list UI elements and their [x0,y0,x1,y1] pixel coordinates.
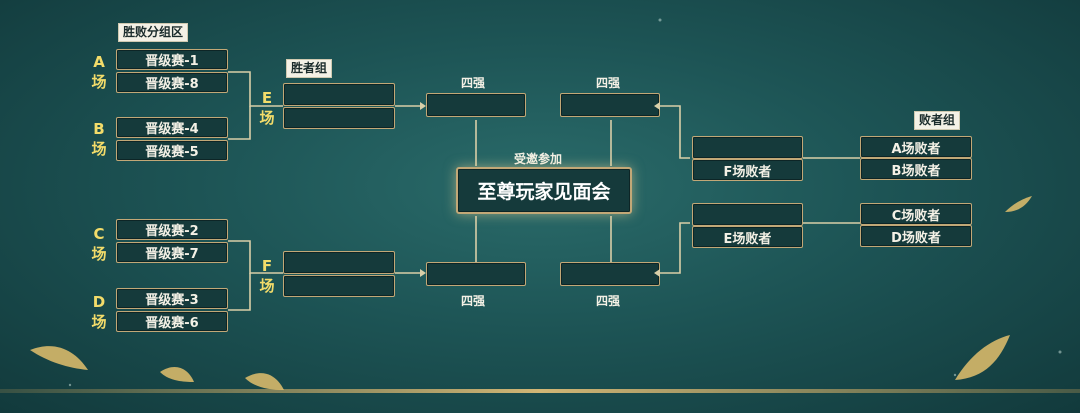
loser-b-box: B场败者 [860,158,972,180]
venue-a-label: A 场 [88,52,110,92]
top4-label: 四强 [461,294,486,308]
match-box: 晋级赛-7 [116,242,228,263]
top4-label: 四强 [461,76,486,90]
venue-e-label: E 场 [256,88,278,128]
top4-slot [426,262,526,286]
venue-f-label: F 场 [256,256,278,296]
venue-b-field: 场 [91,140,107,158]
loser-c-box: C场败者 [860,203,972,225]
venue-b-label: B 场 [88,119,110,159]
winners-group-header: 胜者组 [286,59,333,78]
venue-d-label: D 场 [88,292,110,332]
top4-slot [560,262,660,286]
match-box: 晋级赛-1 [116,49,228,70]
venue-f-letter: F [261,257,273,275]
top4-label: 四强 [596,294,621,308]
venue-f-field: 场 [259,277,275,295]
winners-bracket-header: 胜败分组区 [118,23,189,42]
loser-e-box: E场败者 [692,226,803,248]
final-event-box: 至尊玩家见面会 [456,167,632,214]
arrow-right-icon [420,269,426,277]
arrow-right-icon [420,102,426,110]
invite-label: 受邀参加 [514,152,563,166]
venue-a-field: 场 [91,73,107,91]
winners-slot [283,107,395,129]
arrow-left-icon [654,102,660,110]
loser-d-box: D场败者 [860,225,972,247]
venue-c-letter: C [93,225,105,243]
losers-group-header: 败者组 [914,111,961,130]
venue-e-field: 场 [259,109,275,127]
venue-d-field: 场 [91,313,107,331]
loser-slot [692,203,803,226]
venue-e-letter: E [261,89,273,107]
match-box: 晋级赛-5 [116,140,228,161]
match-box: 晋级赛-8 [116,72,228,93]
match-box: 晋级赛-6 [116,311,228,332]
top4-label: 四强 [596,76,621,90]
venue-d-letter: D [92,293,106,311]
match-box: 晋级赛-2 [116,219,228,240]
venue-a-letter: A [93,53,105,71]
venue-c-label: C 场 [88,224,110,264]
top4-slot [560,93,660,117]
winners-slot [283,83,395,106]
venue-c-field: 场 [91,245,107,263]
top4-slot [426,93,526,117]
loser-f-box: F场败者 [692,159,803,181]
match-box: 晋级赛-3 [116,288,228,309]
winners-slot [283,251,395,274]
loser-slot [692,136,803,159]
match-box: 晋级赛-4 [116,117,228,138]
venue-b-letter: B [93,120,105,138]
arrow-left-icon [654,269,660,277]
loser-a-box: A场败者 [860,136,972,158]
winners-slot [283,275,395,297]
